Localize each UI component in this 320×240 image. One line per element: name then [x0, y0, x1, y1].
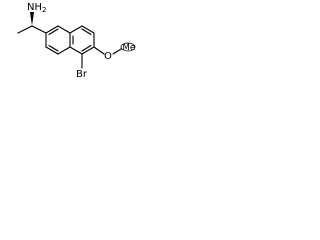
methyl-abbr-label: Me	[123, 43, 136, 53]
amine-nh: NH	[27, 2, 42, 13]
bond-c10-c1	[69, 46, 83, 55]
amine-subscript: 2	[42, 6, 46, 14]
amine-label: NH2	[27, 2, 46, 14]
bond-c9-o	[93, 46, 105, 55]
bond-c3-c4-inner	[48, 28, 59, 36]
bond-c2-c7	[69, 25, 83, 34]
bond-c9-c10-inner	[81, 44, 92, 52]
bond-c9-c10	[81, 46, 95, 55]
bond-chiral-methyl	[17, 25, 33, 34]
bond-c5-c6	[45, 46, 59, 55]
bromine-label: Br	[76, 69, 88, 80]
methyl-abbreviation: Me	[120, 42, 136, 53]
bond-c6-c1	[57, 46, 71, 55]
bond-c3-c4	[45, 25, 59, 34]
oxygen-label: O	[104, 51, 112, 62]
bond-c7-c8	[81, 25, 95, 34]
bond-c2-c3	[57, 25, 71, 34]
molecule-structure-diagram: NH2 Br O Me	[17, 2, 136, 80]
wedge-bond-chiral-amine	[30, 12, 34, 26]
bond-c4-chiral	[31, 25, 47, 34]
bond-o-me	[112, 48, 122, 55]
bond-c7-c8-inner	[81, 28, 92, 36]
bond-c5-c6-inner	[48, 44, 59, 52]
